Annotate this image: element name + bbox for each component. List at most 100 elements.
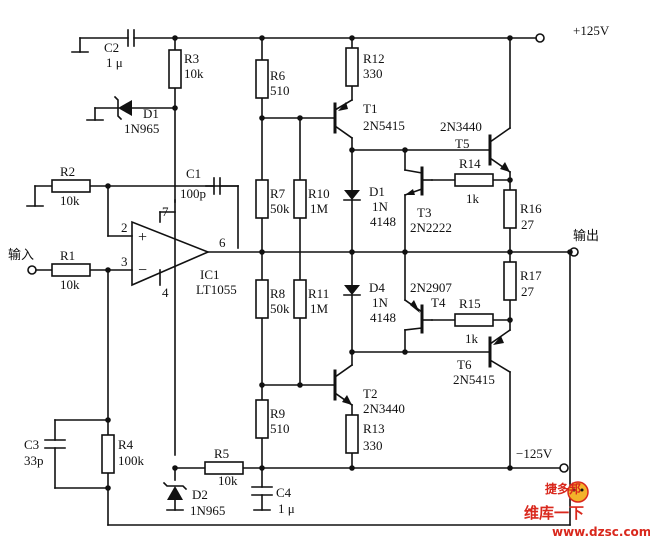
r15-value: 1k <box>465 331 479 346</box>
mascot-icon <box>567 481 589 503</box>
input-terminal <box>27 265 37 275</box>
r9-value: 510 <box>270 421 290 436</box>
watermark-url: www.dzsc.com <box>552 525 650 539</box>
resistor-r17 <box>503 261 517 301</box>
r17-value: 27 <box>521 284 535 299</box>
c4-value: 1 μ <box>278 501 295 516</box>
resistor-r16 <box>503 189 517 229</box>
resistor-r7 <box>255 179 269 219</box>
r12-ref: R12 <box>363 51 385 66</box>
opamp-pin3: 3 <box>121 254 128 269</box>
r15-ref: R15 <box>459 296 481 311</box>
transistor-t6 <box>488 328 512 374</box>
capacitor-c1 <box>205 177 239 195</box>
watermark-tag: 捷多邦 <box>545 481 581 496</box>
r2-ref: R2 <box>60 164 75 179</box>
t2-value: 2N3440 <box>363 401 405 416</box>
r4-ref: R4 <box>118 437 134 452</box>
r17-ref: R17 <box>520 268 542 283</box>
r11-value: 1M <box>310 301 329 316</box>
capacitor-c3 <box>44 439 66 449</box>
mascot-eye-right-icon <box>580 488 584 492</box>
output-terminal <box>569 247 579 257</box>
r16-value: 27 <box>521 217 535 232</box>
capacitor-c2 <box>127 29 135 47</box>
diode-d1-1n4148 <box>343 190 361 201</box>
opamp-pin7: 7 <box>162 204 169 219</box>
r7-ref: R7 <box>270 186 286 201</box>
r3-value: 10k <box>184 66 204 81</box>
opamp-plus-sign: + <box>138 229 147 246</box>
diode-d4-1n4148 <box>343 285 361 296</box>
negative-rail-label: −125V <box>516 446 553 461</box>
r8-value: 50k <box>270 301 290 316</box>
d1b-ref: D1 <box>369 184 385 199</box>
r8-ref: R8 <box>270 286 285 301</box>
wires <box>26 37 571 526</box>
opamp-pin2: 2 <box>121 220 128 235</box>
r4-value: 100k <box>118 453 145 468</box>
r5-value: 10k <box>218 473 238 488</box>
opamp-pin6: 6 <box>219 235 226 250</box>
resistor-r12 <box>345 47 359 87</box>
r11-ref: R11 <box>308 286 329 301</box>
r12-value: 330 <box>363 66 383 81</box>
d4-ref: D4 <box>369 280 385 295</box>
capacitor-c4 <box>251 486 273 496</box>
transistor-t3 <box>403 166 433 197</box>
r10-value: 1M <box>310 201 329 216</box>
resistor-r15 <box>454 313 494 327</box>
resistor-r13 <box>345 414 359 454</box>
t5-ref: T5 <box>455 136 469 151</box>
resistor-r5 <box>204 461 244 475</box>
resistor-r2 <box>51 179 91 193</box>
output-label: 输出 <box>573 228 599 244</box>
positive-rail-label: +125V <box>573 23 610 38</box>
d1-value: 1N965 <box>124 121 159 136</box>
t6-ref: T6 <box>457 357 472 372</box>
negative-rail-terminal <box>559 463 569 473</box>
zener-diode-d1 <box>113 95 132 121</box>
zener-diode-d2 <box>162 481 188 500</box>
resistor-r4 <box>101 434 115 474</box>
transistor-t2 <box>333 363 354 407</box>
r3-ref: R3 <box>184 51 199 66</box>
resistor-r6 <box>255 59 269 99</box>
d2-ref: D2 <box>192 487 208 502</box>
d1b-value: 1N <box>372 199 389 214</box>
t1-ref: T1 <box>363 101 377 116</box>
watermark-brand: 维库一下 <box>524 504 584 522</box>
r1-value: 10k <box>60 277 80 292</box>
opamp-minus-sign: − <box>138 262 147 279</box>
c1-ref: C1 <box>186 166 201 181</box>
t6-value: 2N5415 <box>453 372 495 387</box>
d1-ref: D1 <box>143 106 159 121</box>
resistor-r1 <box>51 263 91 277</box>
junctions <box>105 35 573 491</box>
resistor-r11 <box>293 279 307 319</box>
r6-ref: R6 <box>270 68 286 83</box>
mascot-eye-left-icon <box>572 488 576 492</box>
r16-ref: R16 <box>520 201 542 216</box>
d4-value2: 4148 <box>370 310 396 325</box>
c3-value: 33p <box>24 453 44 468</box>
r13-ref: R13 <box>363 421 385 436</box>
t4-value: 2N2907 <box>410 280 452 295</box>
component-labels: +125V −125V 输入 输出 C2 1 μ R3 10k D1 1N965… <box>8 23 610 518</box>
opamp-part: LT1055 <box>196 282 237 297</box>
r14-value: 1k <box>466 191 480 206</box>
positive-rail-terminal <box>535 33 545 43</box>
r10-ref: R10 <box>308 186 330 201</box>
r7-value: 50k <box>270 201 290 216</box>
c2-ref: C2 <box>104 40 119 55</box>
opamp-pin4: 4 <box>162 285 169 300</box>
r14-ref: R14 <box>459 156 481 171</box>
resistor-r3 <box>168 49 182 89</box>
watermark: 捷多邦 维库一下 www.dzsc.com <box>524 481 650 539</box>
transistor-t4 <box>403 298 433 334</box>
r5-ref: R5 <box>214 446 229 461</box>
r1-ref: R1 <box>60 248 75 263</box>
r6-value: 510 <box>270 83 290 98</box>
t4-ref: T4 <box>431 295 446 310</box>
